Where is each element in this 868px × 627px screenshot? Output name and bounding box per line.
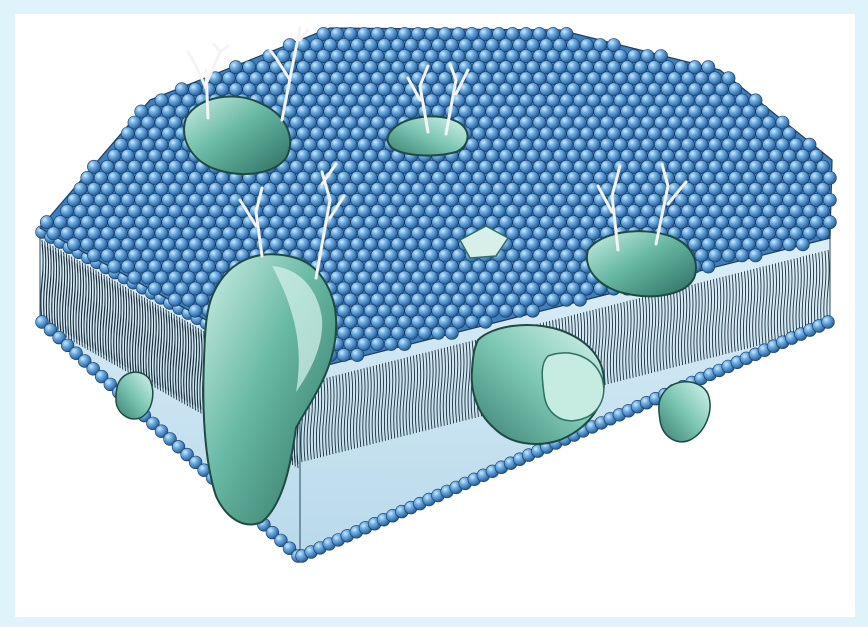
peripheral-protein-left [116,372,153,419]
lipid-head [418,326,431,339]
lipid-head [735,249,748,262]
lipid-head [560,293,573,306]
lipid-head [465,315,478,328]
lipid-head [499,304,512,317]
lipid-head [702,260,715,273]
lipid-head [479,315,492,328]
lipid-head [432,326,445,339]
lipid-head [769,238,782,251]
peripheral-protein-right [659,382,710,442]
lipid-head [822,316,835,329]
lipid-head [398,337,411,350]
lipid-head [722,249,735,262]
lipid-head [783,238,796,251]
lipid-head [513,304,526,317]
lipid-head [128,271,141,284]
lipid-head [384,337,397,350]
lipid-head [108,260,121,273]
lipid-head [546,293,559,306]
lipid-head [749,249,762,262]
lipid-head [371,337,384,350]
lipid-head [351,348,364,361]
lipid-head [87,249,100,262]
lipid-head [189,304,202,317]
lipid-head [47,227,60,240]
lipid-head [445,326,458,339]
lipid-head [67,238,80,251]
lipid-head [796,238,809,251]
lipid-head [573,293,586,306]
lipid-head [526,304,539,317]
lipid-head [816,227,829,240]
lipid-head [337,348,350,361]
lipid-head [148,282,161,295]
lipid-head [168,293,181,306]
